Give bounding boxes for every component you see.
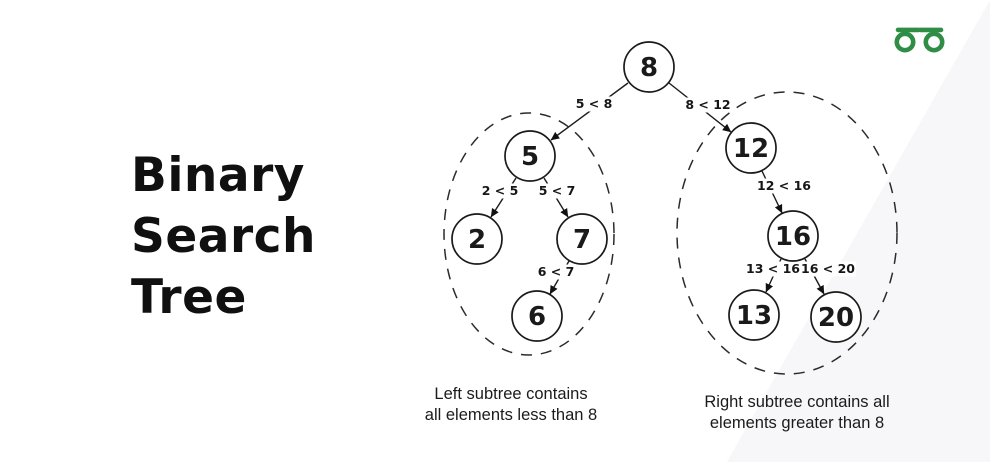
svg-text:6: 6 — [528, 302, 546, 332]
svg-text:5: 5 — [521, 142, 539, 172]
title-line-2: Search — [131, 209, 316, 264]
tree-node-2: 2 — [451, 213, 503, 265]
tree-node-20: 20 — [810, 291, 862, 343]
tree-node-5: 5 — [504, 130, 556, 182]
svg-text:8: 8 — [640, 53, 658, 83]
edge-label-8-lt-12: 8 < 12 — [683, 97, 733, 113]
logo-right-loop — [923, 31, 945, 53]
left-subtree-boundary — [443, 112, 615, 356]
svg-text:2 < 5: 2 < 5 — [482, 183, 519, 198]
tree-node-12: 12 — [725, 122, 777, 174]
edge-label-2-lt-5: 2 < 5 — [478, 183, 522, 199]
page-title: Binary Search Tree — [131, 145, 316, 328]
svg-text:7: 7 — [573, 225, 591, 255]
svg-text:6 < 7: 6 < 7 — [538, 264, 575, 279]
tree-node-8: 8 — [623, 41, 675, 93]
svg-text:16 < 20: 16 < 20 — [801, 261, 855, 276]
left-subtree-caption-line-2: all elements less than 8 — [424, 405, 598, 424]
tree-node-13: 13 — [728, 289, 780, 341]
right-subtree-caption: Right subtree contains all elements grea… — [667, 392, 927, 433]
right-subtree-boundary — [676, 91, 898, 375]
edge-label-12-lt-16: 12 < 16 — [756, 178, 812, 194]
svg-text:5 < 7: 5 < 7 — [539, 183, 576, 198]
svg-text:12: 12 — [733, 134, 769, 164]
svg-text:20: 20 — [818, 303, 854, 333]
svg-text:5 < 8: 5 < 8 — [576, 96, 613, 111]
right-subtree-caption-line-1: Right subtree contains all — [704, 393, 890, 411]
title-line-3: Tree — [131, 270, 247, 325]
geeksforgeeks-logo-icon — [894, 27, 945, 53]
svg-text:13 < 16: 13 < 16 — [746, 261, 800, 276]
edge-label-5-lt-7: 5 < 7 — [535, 183, 579, 199]
title-line-1: Binary — [131, 148, 305, 203]
tree-node-6: 6 — [511, 290, 563, 342]
edge-label-5-lt-8: 5 < 8 — [572, 96, 616, 112]
edge-label-13-lt-16: 13 < 16 — [745, 261, 801, 277]
logo-left-loop — [894, 31, 916, 53]
svg-text:8 < 12: 8 < 12 — [685, 97, 730, 112]
edge-label-16-lt-20: 16 < 20 — [800, 261, 856, 277]
svg-text:2: 2 — [468, 225, 486, 255]
svg-text:12 < 16: 12 < 16 — [757, 178, 811, 193]
left-subtree-caption-line-1: Left subtree contains — [434, 385, 588, 403]
left-subtree-caption: Left subtree contains all elements less … — [391, 384, 631, 425]
tree-node-7: 7 — [556, 213, 608, 265]
tree-node-16: 16 — [767, 210, 819, 262]
svg-text:16: 16 — [775, 222, 811, 252]
svg-text:13: 13 — [736, 301, 772, 331]
right-subtree-caption-line-2: elements greater than 8 — [709, 413, 885, 432]
edge-label-6-lt-7: 6 < 7 — [534, 264, 578, 280]
